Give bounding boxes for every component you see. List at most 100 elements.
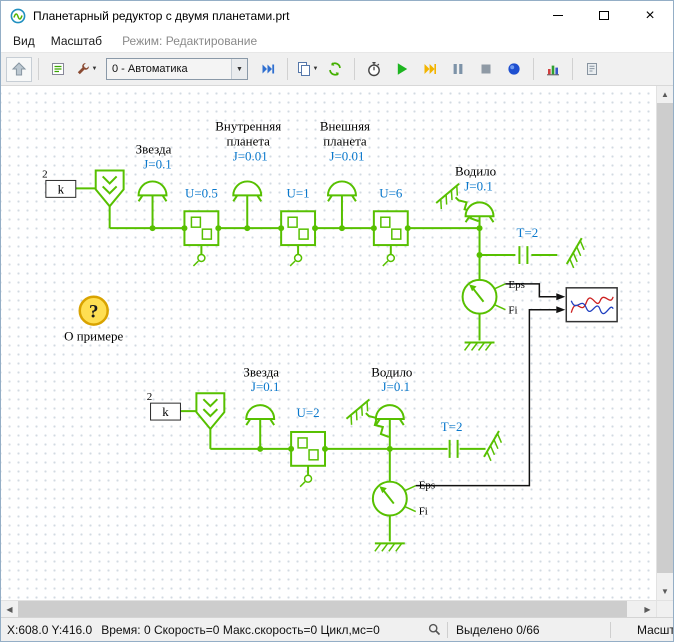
menu-view[interactable]: Вид <box>13 34 35 48</box>
status-simulation: Время: 0 Скорость=0 Макс.скорость=0 Цикл… <box>101 622 380 637</box>
export-button[interactable] <box>579 57 605 82</box>
tools-button[interactable]: ▼ <box>73 57 99 82</box>
mode-select[interactable]: 0 - Автоматика ▼ <box>106 58 248 80</box>
close-button[interactable]: × <box>627 1 673 30</box>
param-u1: U=1 <box>287 185 310 200</box>
chevron-down-icon: ▼ <box>91 66 98 72</box>
sensor-block-top[interactable] <box>461 278 507 315</box>
toolbar: ▼ 0 - Автоматика ▼ ▼ <box>1 52 673 86</box>
frame-port <box>192 244 206 267</box>
vertical-scrollbar[interactable]: ▲ ▼ <box>656 86 673 600</box>
stop-icon <box>481 64 491 74</box>
pause-icon <box>453 64 463 74</box>
ground-symbol <box>435 182 466 211</box>
param-carrier-bottom: J=0.1 <box>382 379 411 394</box>
param-t2-bottom: T=2 <box>441 419 463 434</box>
label-star-bottom: Звезда <box>243 364 279 379</box>
question-icon[interactable] <box>78 295 109 326</box>
signal-wires[interactable] <box>415 283 557 487</box>
resume-button[interactable] <box>501 57 527 82</box>
maximize-icon <box>599 11 609 20</box>
stiffness-block-t2-top[interactable] <box>518 245 529 265</box>
chart-button[interactable] <box>540 57 566 82</box>
label-carrier-bottom: Водило <box>371 364 412 379</box>
sensor-block-bottom[interactable] <box>371 480 417 517</box>
scroll-down-button[interactable]: ▼ <box>661 587 669 596</box>
param-inner-planet: J=0.01 <box>233 149 268 164</box>
frame-port <box>289 244 303 267</box>
status-selected: Выделено 0/66 <box>456 622 540 637</box>
vertical-scroll-track[interactable] <box>657 103 673 583</box>
k-label-bottom: k <box>162 404 169 419</box>
ground-symbol <box>463 341 496 352</box>
horizontal-scroll-thumb[interactable] <box>18 601 627 617</box>
transfer-button[interactable] <box>255 57 281 82</box>
label-outer-planet-1: Внешняя <box>320 119 370 134</box>
param-u05: U=0.5 <box>185 185 218 200</box>
k-exponent-bottom: 2 <box>147 391 152 403</box>
menu-scale[interactable]: Масштаб <box>50 34 103 48</box>
k-exponent-top: 2 <box>42 168 47 180</box>
gear-block-u1[interactable] <box>280 210 317 247</box>
nav-up-button[interactable] <box>6 56 32 82</box>
scroll-up-button[interactable]: ▲ <box>661 90 669 99</box>
transfer-icon <box>262 64 275 74</box>
source-block[interactable] <box>195 392 226 430</box>
param-u6: U=6 <box>379 185 403 200</box>
run-icon <box>397 63 408 75</box>
sync-button[interactable] <box>322 57 348 82</box>
source-block[interactable] <box>94 169 125 208</box>
stop-button[interactable] <box>473 57 499 82</box>
chevron-down-icon[interactable]: ▼ <box>231 59 247 79</box>
scope-block[interactable] <box>556 287 618 323</box>
scroll-left-button[interactable]: ◀ <box>6 604 13 614</box>
mode-indicator: Режим: Редактирование <box>122 34 258 48</box>
label-carrier-top: Водило <box>455 163 496 178</box>
stiffness-block-t2-bottom[interactable] <box>448 438 459 459</box>
about-example[interactable]: ? О примере <box>64 295 124 344</box>
elements-button[interactable] <box>45 57 71 82</box>
toolbar-separator <box>533 58 534 80</box>
timer-button[interactable] <box>361 57 387 82</box>
about-label: О примере <box>64 329 123 344</box>
pause-button[interactable] <box>445 57 471 82</box>
ground-symbol <box>483 429 507 462</box>
ground-symbol <box>565 237 590 269</box>
horizontal-scrollbar[interactable]: ◀ ▶ <box>1 600 656 617</box>
gain-block-k-bottom[interactable] <box>150 402 181 421</box>
up-arrow-icon <box>11 62 27 76</box>
frame-port <box>299 464 313 488</box>
zoom-indicator-icon <box>428 623 441 636</box>
param-carrier-top: J=0.1 <box>464 178 493 193</box>
minimize-button[interactable] <box>535 1 581 30</box>
gain-block-k-top[interactable] <box>45 179 77 198</box>
status-zoom: Масшт <box>637 622 673 637</box>
status-left-panel: X:608.0 Y:416.0 Время: 0 Скорость=0 Макс… <box>1 623 447 637</box>
pages-button[interactable]: ▼ <box>294 57 320 82</box>
gear-block-u6[interactable] <box>372 210 409 247</box>
close-icon: × <box>645 6 655 24</box>
status-bar: X:608.0 Y:416.0 Время: 0 Скорость=0 Макс… <box>1 617 673 641</box>
horizontal-scroll-track[interactable] <box>18 601 639 617</box>
param-star-bottom: J=0.1 <box>251 379 280 394</box>
run-button[interactable] <box>389 57 415 82</box>
drawing-canvas[interactable]: ? О примере Звезда J=0.1 Внутренняя план… <box>1 86 656 600</box>
export-icon <box>587 63 597 75</box>
ground-symbol <box>373 542 406 553</box>
spring-to-ground[interactable] <box>365 412 390 438</box>
maximize-button[interactable] <box>581 1 627 30</box>
spring-to-ground[interactable] <box>454 196 479 223</box>
scope-red-trace <box>570 296 614 313</box>
toolbar-separator <box>287 58 288 80</box>
step-button[interactable] <box>417 57 443 82</box>
ground-symbol <box>345 398 376 426</box>
gear-block-u05[interactable] <box>183 210 220 247</box>
title-bar: Планетарный редуктор с двумя планетами.p… <box>1 1 673 30</box>
vertical-scroll-thumb[interactable] <box>657 103 673 574</box>
toolbar-separator <box>572 58 573 80</box>
status-coordinates: X:608.0 Y:416.0 <box>7 622 93 637</box>
scroll-right-button[interactable]: ▶ <box>644 604 651 614</box>
gear-block-u2[interactable] <box>290 430 327 467</box>
wires[interactable] <box>75 187 558 542</box>
chevron-down-icon: ▼ <box>312 66 319 72</box>
